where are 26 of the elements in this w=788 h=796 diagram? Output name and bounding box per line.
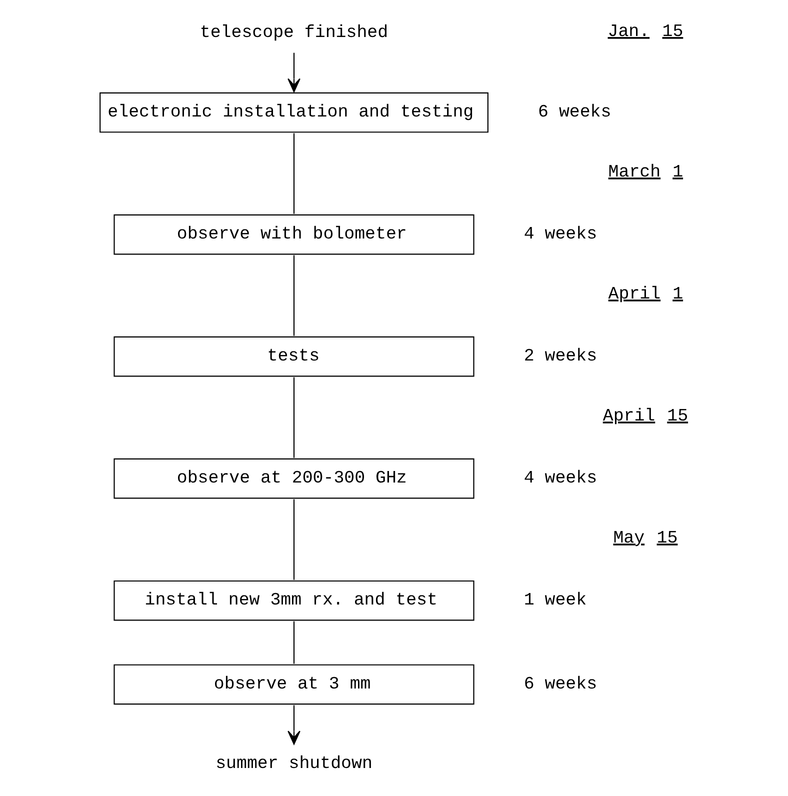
node-box: tests	[113, 336, 474, 376]
connector	[292, 376, 294, 458]
node-box: observe with bolometer	[113, 214, 474, 254]
connector	[292, 620, 294, 664]
connector	[292, 254, 294, 336]
node-label: 1 week	[523, 590, 586, 610]
connector	[292, 132, 294, 214]
node-box: install new 3mm rx. and test	[113, 580, 474, 620]
arrow	[287, 52, 300, 92]
node-box: electronic installation and testing	[99, 92, 488, 132]
label: May 15	[612, 528, 678, 548]
node-text: summer shutdown	[215, 754, 372, 774]
connector	[292, 498, 294, 580]
node-label: 4 weeks	[523, 468, 597, 488]
label: March 1	[608, 162, 683, 182]
label: April 15	[602, 406, 688, 426]
node-box: observe at 3 mm	[113, 664, 474, 704]
arrow	[287, 704, 300, 744]
node-label: 6 weeks	[538, 102, 611, 122]
node-label: 2 weeks	[523, 346, 597, 366]
node-label: 6 weeks	[523, 674, 597, 694]
label: April 1	[608, 284, 683, 304]
node-box: observe at 200-300 GHz	[113, 458, 474, 498]
node-text: telescope finished	[199, 22, 388, 43]
label: Jan. 15	[607, 22, 683, 42]
node-label: 4 weeks	[523, 224, 597, 244]
